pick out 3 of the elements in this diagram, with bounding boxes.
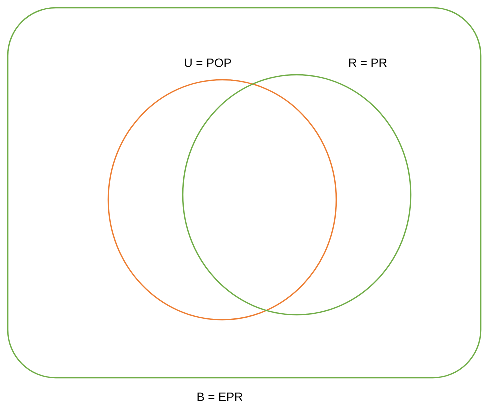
set-label: U = POP	[185, 58, 232, 68]
set-label: B = EPR	[198, 392, 243, 402]
set-label: R = PR	[349, 58, 387, 68]
